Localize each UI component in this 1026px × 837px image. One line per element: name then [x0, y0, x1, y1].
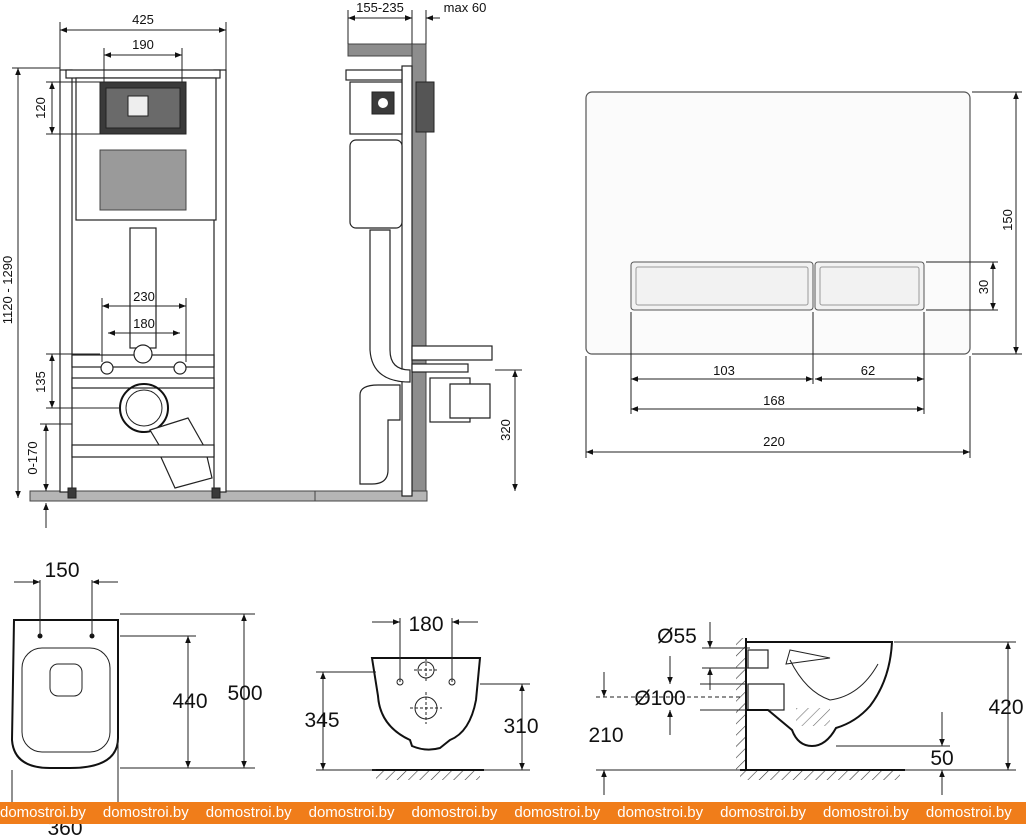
dim-plate-height-150: 150 — [1000, 209, 1015, 231]
dim-button-left: 103 — [713, 363, 735, 378]
flush-plate-dimensions: 150 30 103 62 168 220 — [585, 91, 1022, 458]
bowl-top-rim — [21, 647, 111, 753]
bowl-top-view — [10, 619, 119, 769]
wall-hatch-side — [736, 638, 746, 770]
dim-front-height-right: 310 — [503, 715, 538, 738]
frame-side-post — [401, 65, 413, 497]
watermark-band: domostroi.by domostroi.by domostroi.by domo… — [0, 802, 1026, 824]
dim-bolt-inner: 180 — [133, 316, 155, 331]
side-drain-bend — [359, 384, 401, 485]
watermark-text: domostroi.by — [514, 804, 601, 821]
bowl-side-dimensions: Ø55 Ø100 210 420 50 — [588, 622, 1024, 795]
dim-wall-max: max 60 — [444, 0, 487, 15]
dim-outlet-height-210: 210 — [588, 724, 623, 747]
side-flush-pipe — [369, 229, 411, 383]
bowl-top-outline — [10, 619, 119, 769]
bowl-front-dimensions: 180 345 310 — [304, 613, 539, 771]
dim-bowl-length-inner: 440 — [172, 690, 207, 713]
dim-bolt-outer: 230 — [133, 289, 155, 304]
dim-rim-height: 420 — [988, 696, 1023, 719]
drain-outlet — [119, 383, 169, 433]
watermark-text: domostroi.by — [308, 804, 395, 821]
watermark-text: domostroi.by — [102, 804, 189, 821]
flush-button-small — [814, 261, 925, 311]
floor-hatch-front — [376, 770, 480, 780]
frame-side-dimensions: 155-235 max 60 320 — [347, 0, 522, 491]
bowl-front-view — [370, 657, 484, 780]
frame-left-post — [59, 69, 73, 493]
watermark-text: domostroi.by — [720, 804, 806, 821]
watermark-text: domostroi.by — [823, 804, 909, 821]
watermark-text: domostroi.by — [411, 804, 498, 821]
dim-plate-width: 190 — [132, 37, 154, 52]
bowl-side-outline — [746, 641, 894, 748]
dim-side-outlet-height: 320 — [498, 419, 513, 441]
dim-bowl-length-total: 500 — [227, 682, 262, 705]
bowl-side-view — [736, 638, 905, 780]
bolt-left — [100, 361, 114, 375]
dim-outlet-height: 135 — [33, 371, 48, 393]
bowl-front-outline — [370, 657, 482, 751]
frame-side-view — [314, 43, 493, 502]
dim-inlet-diameter: Ø55 — [657, 625, 697, 648]
flush-plate-view — [585, 91, 971, 355]
watermark-text: domostroi.by — [205, 804, 292, 821]
flush-button-large — [630, 261, 814, 311]
watermark-text: domostroi.by — [617, 804, 704, 821]
dim-plate-height: 120 — [33, 97, 48, 119]
dim-frame-width: 425 — [132, 12, 154, 27]
dim-front-height-left: 345 — [304, 709, 339, 732]
inlet-connector — [133, 344, 153, 364]
dim-button-height: 30 — [976, 280, 991, 294]
dim-water-depth: 50 — [930, 747, 953, 770]
dim-outlet-diameter: Ø100 — [634, 687, 685, 710]
watermark-text: domostroi.by — [925, 804, 1012, 821]
dim-bowl-width-top: 150 — [44, 559, 79, 582]
cistern-body — [99, 149, 187, 211]
bowl-top-dimensions: 150 440 500 360 — [11, 559, 263, 837]
dim-leg-adjust: 0-170 — [25, 441, 40, 474]
watermark-text: domostroi.by — [0, 804, 86, 821]
dim-button-right: 62 — [861, 363, 875, 378]
frame-front-view — [29, 69, 403, 502]
dim-plate-width-220: 220 — [763, 434, 785, 449]
bolt-right — [173, 361, 187, 375]
dim-buttons-total: 168 — [763, 393, 785, 408]
frame-front-dimensions: 425 190 120 1120 - 1290 230 180 135 0-17… — [0, 12, 227, 528]
water-seal — [796, 708, 830, 726]
dim-hole-spacing: 180 — [408, 613, 443, 636]
side-cistern — [349, 139, 403, 229]
dim-frame-height: 1120 - 1290 — [0, 256, 15, 324]
dim-depth-range: 155-235 — [356, 0, 404, 15]
floor-hatch-side — [740, 770, 900, 780]
flush-plate — [585, 91, 971, 355]
